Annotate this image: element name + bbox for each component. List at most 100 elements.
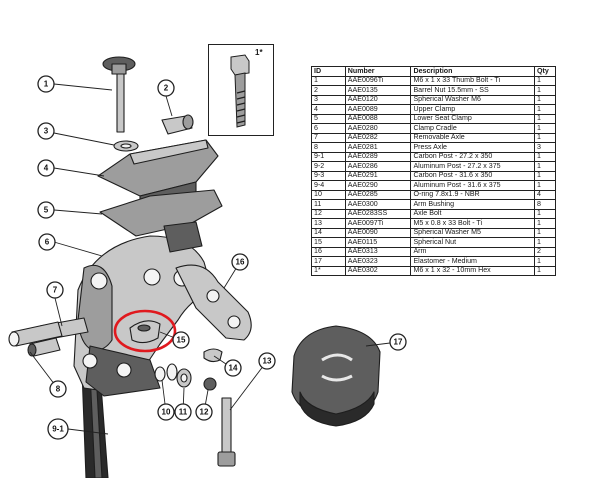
cell-qty: 1 [534, 85, 556, 96]
arm-part [175, 264, 252, 341]
svg-text:9-1: 9-1 [52, 425, 64, 434]
svg-text:2: 2 [164, 84, 169, 93]
callout-14: 14 [224, 359, 242, 377]
cell-description: Press Axle [410, 142, 536, 153]
cell-qty: 3 [534, 142, 556, 153]
cell-description: Axle Bolt [410, 208, 536, 219]
cell-id: 9-4 [311, 180, 346, 191]
thumb-bolt-part [102, 56, 136, 133]
cell-description: Elastomer - Medium [410, 256, 536, 267]
cell-description: Lower Seat Clamp [410, 113, 536, 124]
cell-description: Arm [410, 246, 536, 257]
cell-qty: 4 [534, 189, 556, 200]
cell-number: AAE0282 [344, 132, 412, 143]
cell-number: AAE0289 [344, 151, 412, 162]
cell-number: AAE0135 [344, 85, 412, 96]
callout-1: 1 [37, 75, 55, 93]
cell-id: 2 [311, 85, 346, 96]
cell-qty: 2 [534, 246, 556, 257]
elastomer-part [291, 325, 381, 427]
inset-hex-bolt-box: 1* [208, 44, 274, 136]
header-description: Description [410, 66, 536, 77]
cell-number: AAE0323 [344, 256, 412, 267]
cell-description: Arm Bushing [410, 199, 536, 210]
cell-number: AAE0097Ti [344, 218, 412, 229]
header-qty: Qty [534, 66, 556, 77]
svg-text:1: 1 [44, 80, 49, 89]
svg-text:7: 7 [53, 286, 58, 295]
cell-description: Carbon Post - 27.2 x 350 [410, 151, 536, 162]
clamp-cradle-part [73, 235, 213, 397]
spherical-nut-part [129, 320, 161, 344]
svg-text:4: 4 [44, 164, 49, 173]
svg-text:16: 16 [236, 258, 245, 267]
svg-text:3: 3 [44, 127, 49, 136]
cell-number: AAE0286 [344, 161, 412, 172]
svg-text:13: 13 [263, 357, 272, 366]
cell-id: 17 [311, 256, 346, 267]
header-id: ID [311, 66, 346, 77]
cell-id: 9-3 [311, 170, 346, 181]
cell-qty: 1 [534, 94, 556, 105]
cell-number: AAE0285 [344, 189, 412, 200]
cell-number: AAE0280 [344, 123, 412, 134]
inset-label: 1* [255, 48, 263, 57]
cell-description: Aluminum Post - 31.6 x 375 [410, 180, 536, 191]
cell-id: 5 [311, 113, 346, 124]
svg-text:6: 6 [45, 238, 50, 247]
lower-seat-clamp-part [99, 189, 223, 253]
svg-text:11: 11 [179, 408, 188, 417]
cell-id: 9-2 [311, 161, 346, 172]
cell-id: 15 [311, 237, 346, 248]
svg-text:12: 12 [200, 408, 209, 417]
cell-number: AAE0096Ti [344, 75, 412, 86]
cell-qty: 1 [534, 180, 556, 191]
cell-qty: 8 [534, 199, 556, 210]
cell-description: Aluminum Post - 27.2 x 375 [410, 161, 536, 172]
cell-qty: 1 [534, 123, 556, 134]
cell-qty: 1 [534, 227, 556, 238]
cell-qty: 1 [534, 161, 556, 172]
cell-id: 7 [311, 132, 346, 143]
callout-5: 5 [37, 201, 55, 219]
hex-bolt-icon [230, 54, 250, 128]
cell-id: 10 [311, 189, 346, 200]
cell-number: AAE0283SS [344, 208, 412, 219]
cell-qty: 1 [534, 104, 556, 115]
cell-description: O-ring 7.8x1.9 - NBR [410, 189, 536, 200]
cell-description: Carbon Post - 31.6 x 350 [410, 170, 536, 181]
cell-number: AAE0089 [344, 104, 412, 115]
callout-2: 2 [157, 79, 175, 97]
cell-id: 11 [311, 199, 346, 210]
cell-id: 3 [311, 94, 346, 105]
callout-17: 17 [389, 333, 407, 351]
callout-4: 4 [37, 159, 55, 177]
highlight-circle [113, 309, 177, 353]
cell-id: 13 [311, 218, 346, 229]
cell-description: Spherical Nut [410, 237, 536, 248]
cell-id: 14 [311, 227, 346, 238]
svg-text:5: 5 [44, 206, 49, 215]
cell-qty: 1 [534, 208, 556, 219]
bolt-13-part [217, 397, 236, 467]
cell-id: 16 [311, 246, 346, 257]
callout-3: 3 [37, 122, 55, 140]
svg-text:10: 10 [162, 408, 171, 417]
cell-number: AAE0290 [344, 180, 412, 191]
